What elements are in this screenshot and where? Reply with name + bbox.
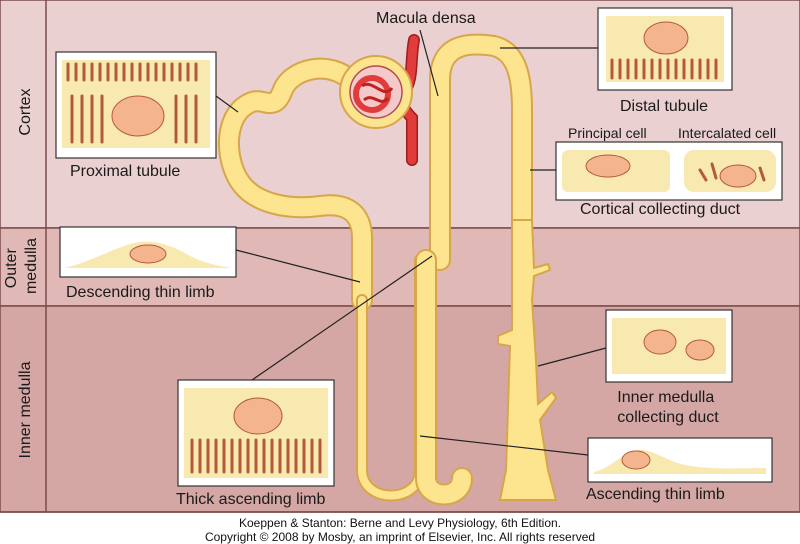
label-intercalated-cell: Intercalated cell — [678, 125, 776, 141]
label-cortical-collecting-duct: Cortical collecting duct — [580, 201, 741, 218]
pointer-ascending-thin-limb — [419, 435, 589, 456]
label-proximal-tubule: Proximal tubule — [70, 163, 180, 180]
credit-line-2: Copyright © 2008 by Mosby, an imprint of… — [204, 530, 596, 544]
region-label-outer-medulla: Outer medulla — [3, 238, 40, 294]
descending-thin-limb-inset — [59, 226, 237, 278]
label-thick-ascending-limb: Thick ascending limb — [176, 491, 326, 508]
label-descending-thin-limb: Descending thin limb — [66, 284, 215, 301]
glomerulus — [339, 55, 413, 129]
thick-ascending-limb-inset — [177, 379, 335, 487]
label-principal-cell: Principal cell — [568, 125, 647, 141]
inner-medulla-collecting-duct-inset — [605, 309, 733, 383]
proximal-tubule-inset — [55, 51, 217, 159]
pointer-macula-densa — [419, 29, 439, 97]
pointer-thick-ascending-limb — [251, 255, 433, 381]
pointer-descending-thin-limb — [235, 249, 361, 283]
collecting-duct — [497, 219, 558, 501]
ascending-thin-limb-inset — [587, 437, 773, 483]
nephron-tubule — [217, 33, 533, 502]
pointer-proximal-tubule — [215, 95, 239, 113]
label-macula-densa: Macula densa — [376, 10, 476, 27]
cortical-collecting-duct-inset — [555, 141, 783, 201]
label-inner-medulla-collecting-duct: Inner medulla collecting duct — [617, 389, 719, 426]
label-distal-tubule: Distal tubule — [620, 98, 708, 115]
credit-line-1: Koeppen & Stanton: Berne and Levy Physio… — [239, 516, 561, 530]
region-label-inner-medulla: Inner medulla — [17, 361, 34, 458]
label-ascending-thin-limb: Ascending thin limb — [586, 486, 725, 503]
distal-tubule-inset — [597, 7, 733, 91]
region-label-cortex: Cortex — [17, 88, 34, 135]
pointer-inner-medulla-collecting-duct — [537, 347, 607, 367]
